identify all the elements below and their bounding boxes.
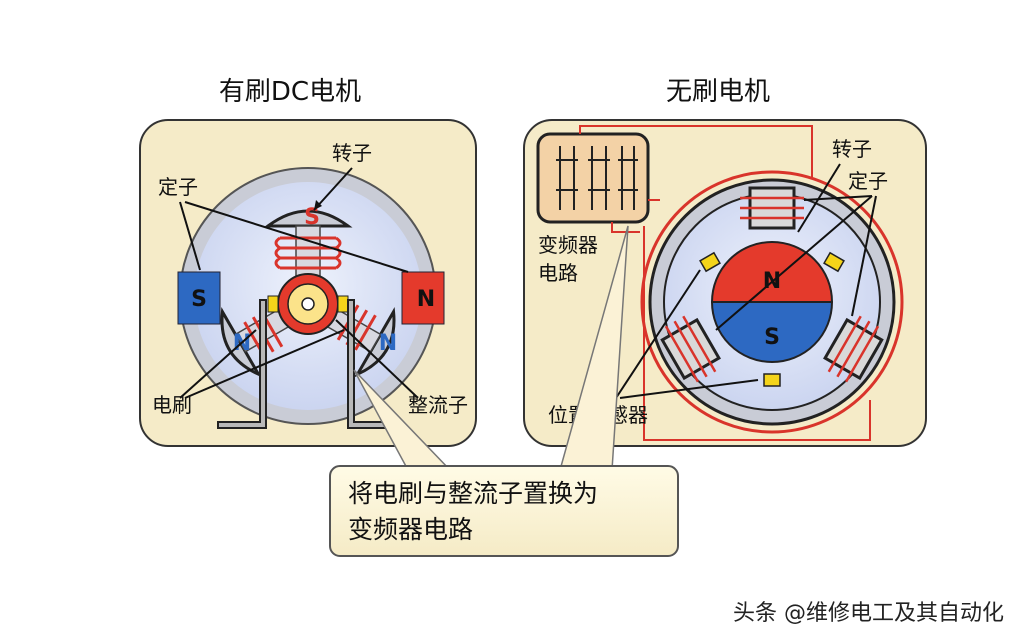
label-inverter-2: 电路 bbox=[538, 261, 578, 285]
rotor-magnet-south bbox=[710, 301, 834, 363]
callout-line-1: 将电刷与整流子置换为 bbox=[348, 479, 598, 508]
stator-coil-right bbox=[823, 315, 884, 383]
position-sensor-3 bbox=[763, 373, 781, 387]
brushless-outer-ring bbox=[640, 170, 904, 434]
inverter-transistors bbox=[556, 146, 638, 210]
callout-line-2: 变频器电路 bbox=[348, 515, 473, 544]
stator-coil-top bbox=[740, 186, 804, 230]
label-stator-left: 定子 bbox=[158, 175, 198, 199]
position-sensor-2 bbox=[823, 251, 845, 273]
inverter-wiring bbox=[579, 125, 871, 441]
position-sensor-1 bbox=[699, 251, 721, 273]
stator-coil-left bbox=[660, 315, 721, 383]
rotor-top-label: S bbox=[304, 205, 320, 230]
rotor-top-winding bbox=[280, 236, 336, 270]
right-title: 无刷电机 bbox=[666, 77, 770, 107]
brush-left bbox=[217, 299, 267, 429]
label-rotor-left: 转子 bbox=[332, 141, 372, 165]
stator-magnet-s bbox=[177, 271, 221, 325]
label-stator-right: 定子 bbox=[848, 169, 888, 193]
arrow-rotor-left bbox=[313, 167, 353, 211]
shaft bbox=[301, 297, 315, 311]
label-inverter-1: 变频器 bbox=[538, 233, 598, 257]
stator-magnet-n bbox=[401, 271, 445, 325]
label-rotor-right: 转子 bbox=[832, 137, 872, 161]
stator-s-label: S bbox=[191, 287, 207, 312]
watermark: 头条 @维修电工及其自动化 bbox=[733, 601, 1004, 626]
rotor-south-label: S bbox=[764, 325, 780, 350]
callout-box bbox=[329, 465, 679, 557]
rotor-top-pole bbox=[263, 209, 353, 228]
rotor-right-label: N bbox=[379, 331, 397, 356]
stator-n-label: N bbox=[417, 287, 435, 312]
left-title: 有刷DC电机 bbox=[219, 77, 361, 107]
